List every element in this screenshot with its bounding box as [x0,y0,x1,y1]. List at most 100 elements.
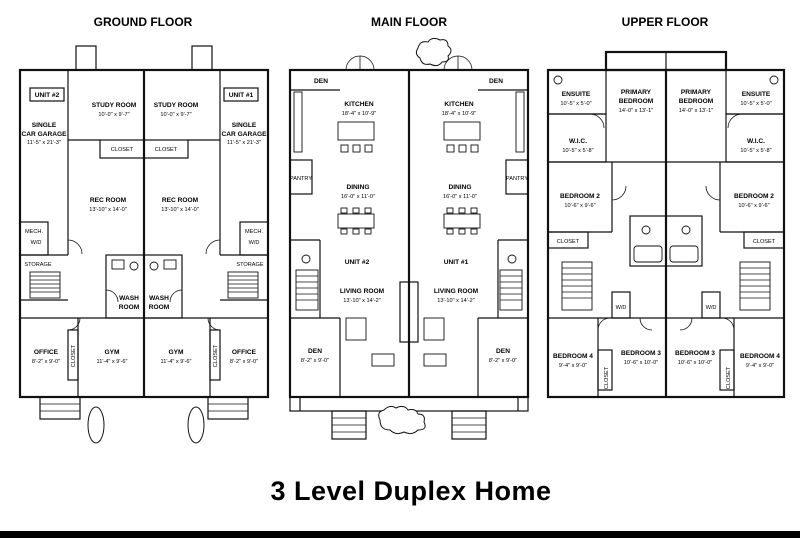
sink-icon [111,259,125,270]
closet-label: CLOSET [111,147,134,153]
dining-dims: 16'-0" x 11'-0" [443,194,477,200]
kitchen-label: KITCHEN [344,101,374,108]
toilet-icon [149,261,159,271]
garage-label: SINGLE [32,122,57,129]
den-label: DEN [308,348,322,355]
ensuite-label: ENSUITE [742,91,771,98]
storage-label: STORAGE [24,262,52,268]
unit-2-tag: UNIT #2 [35,92,60,99]
bedroom-2-dims: 10'-6" x 9'-6" [738,203,769,209]
upper-floor-title: UPPER FLOOR [622,15,709,29]
ground-floor-plan: UNIT #2 UNIT #1 SINGLE CAR GARAGE 11'-5"… [18,45,270,444]
counter-icon [293,91,303,153]
pantry-label: PANTRY [506,176,528,182]
dining-label: DINING [346,184,369,191]
rec-room-dims: 13'-10" x 14'-0" [161,207,199,213]
rec-room-label: REC ROOM [162,197,199,204]
closet-label: CLOSET [71,344,77,367]
closet-label: CLOSET [155,147,178,153]
wash-room-label: ROOM [119,304,140,311]
living-room-label: LIVING ROOM [434,288,479,295]
kitchen-label: KITCHEN [444,101,474,108]
wash-room-label: ROOM [149,304,170,311]
bedroom-4-dims: 9'-4" x 9'-0" [559,363,587,369]
bathtub-icon [633,245,663,263]
gym-label: GYM [168,349,184,356]
bedroom-2-label: BEDROOM 2 [734,193,774,200]
upper-floor-plan: ENSUITE 10'-5" x 5'-0" ENSUITE 10'-5" x … [546,50,786,399]
ensuite-label: ENSUITE [562,91,591,98]
bedroom-2-dims: 10'-6" x 9'-6" [564,203,595,209]
toilet-icon [301,254,311,264]
stair-icon [29,271,259,299]
bedroom-3-label: BEDROOM 3 [675,350,715,357]
toilet-icon [129,261,139,271]
bathtub-icon [669,245,699,263]
living-room-dims: 13'-10" x 14'-2" [343,298,381,304]
garage-label: SINGLE [232,122,257,129]
toilet-icon [769,75,779,85]
office-label: OFFICE [34,349,59,356]
den-label: DEN [496,348,510,355]
primary-bedroom-label: PRIMARY [681,89,712,96]
den-label: DEN [314,78,328,85]
mech-label: MECH. [245,229,263,235]
ensuite-dims: 10'-5" x 5'-0" [740,101,771,107]
study-room-dims: 10'-0" x 9'-7" [98,112,129,118]
bottom-border [0,531,800,538]
rec-room-dims: 13'-10" x 14'-0" [89,207,127,213]
bedroom-3-dims: 10'-6" x 10'-0" [624,360,658,366]
garage-label: CAR GARAGE [221,131,267,138]
bedroom-4-label: BEDROOM 4 [740,353,780,360]
dining-label: DINING [448,184,471,191]
bedroom-3-label: BEDROOM 3 [621,350,661,357]
closet-label: CLOSET [213,344,219,367]
bedroom-2-label: BEDROOM 2 [560,193,600,200]
wash-room-label: WASH [149,295,169,302]
toilet-icon [553,75,563,85]
dining-dims: 16'-0" x 11'-0" [341,194,375,200]
stair-icon [561,261,771,311]
kitchen-dims: 18'-4" x 10'-9" [342,111,376,117]
toilet-icon [681,225,691,235]
living-room-dims: 13'-10" x 14'-2" [437,298,475,304]
ground-floor-title: GROUND FLOOR [94,15,193,29]
den-dims: 8'-2" x 9'-0" [489,358,517,364]
den-label: DEN [489,78,503,85]
bedroom-3-dims: 10'-6" x 10'-0" [678,360,712,366]
gym-dims: 11'-4" x 9'-6" [97,359,128,365]
closet-label: CLOSET [726,366,732,389]
closet-label: CLOSET [604,366,610,389]
counter-icon [515,91,525,153]
study-room-label: STUDY ROOM [92,102,137,109]
wic-dims: 10'-5" x 5'-8" [562,148,593,154]
unit-1-tag: UNIT #1 [444,259,469,266]
wash-room-label: WASH [119,295,139,302]
main-floor-title: MAIN FLOOR [371,15,447,29]
kitchen-dims: 18'-4" x 10'-9" [442,111,476,117]
wd-label: W/D [249,240,260,246]
tree-icon [378,37,452,435]
gym-dims: 11'-4" x 9'-6" [161,359,192,365]
dining-table-icon [337,207,481,235]
garage-dims: 11'-5" x 21'-3" [27,140,61,146]
primary-bedroom-dims: 14'-0" x 13'-1" [679,108,713,114]
rec-room-label: REC ROOM [90,197,127,204]
office-dims: 8'-2" x 9'-0" [230,359,258,365]
toilet-icon [641,225,651,235]
bedroom-4-dims: 9'-4" x 9'-0" [746,363,774,369]
closet-label: CLOSET [557,239,580,245]
closet-label: CLOSET [753,239,776,245]
sheet-title: 3 Level Duplex Home [270,476,551,506]
sink-icon [163,259,177,270]
ensuite-dims: 10'-5" x 5'-0" [560,101,591,107]
unit-2-tag: UNIT #2 [345,259,370,266]
den-dims: 8'-2" x 9'-0" [301,358,329,364]
primary-bedroom-label: BEDROOM [619,98,654,105]
wd-label: W/D [706,305,717,311]
office-label: OFFICE [232,349,257,356]
study-room-label: STUDY ROOM [154,102,199,109]
unit-1-tag: UNIT #1 [229,92,254,99]
primary-bedroom-dims: 14'-0" x 13'-1" [619,108,653,114]
